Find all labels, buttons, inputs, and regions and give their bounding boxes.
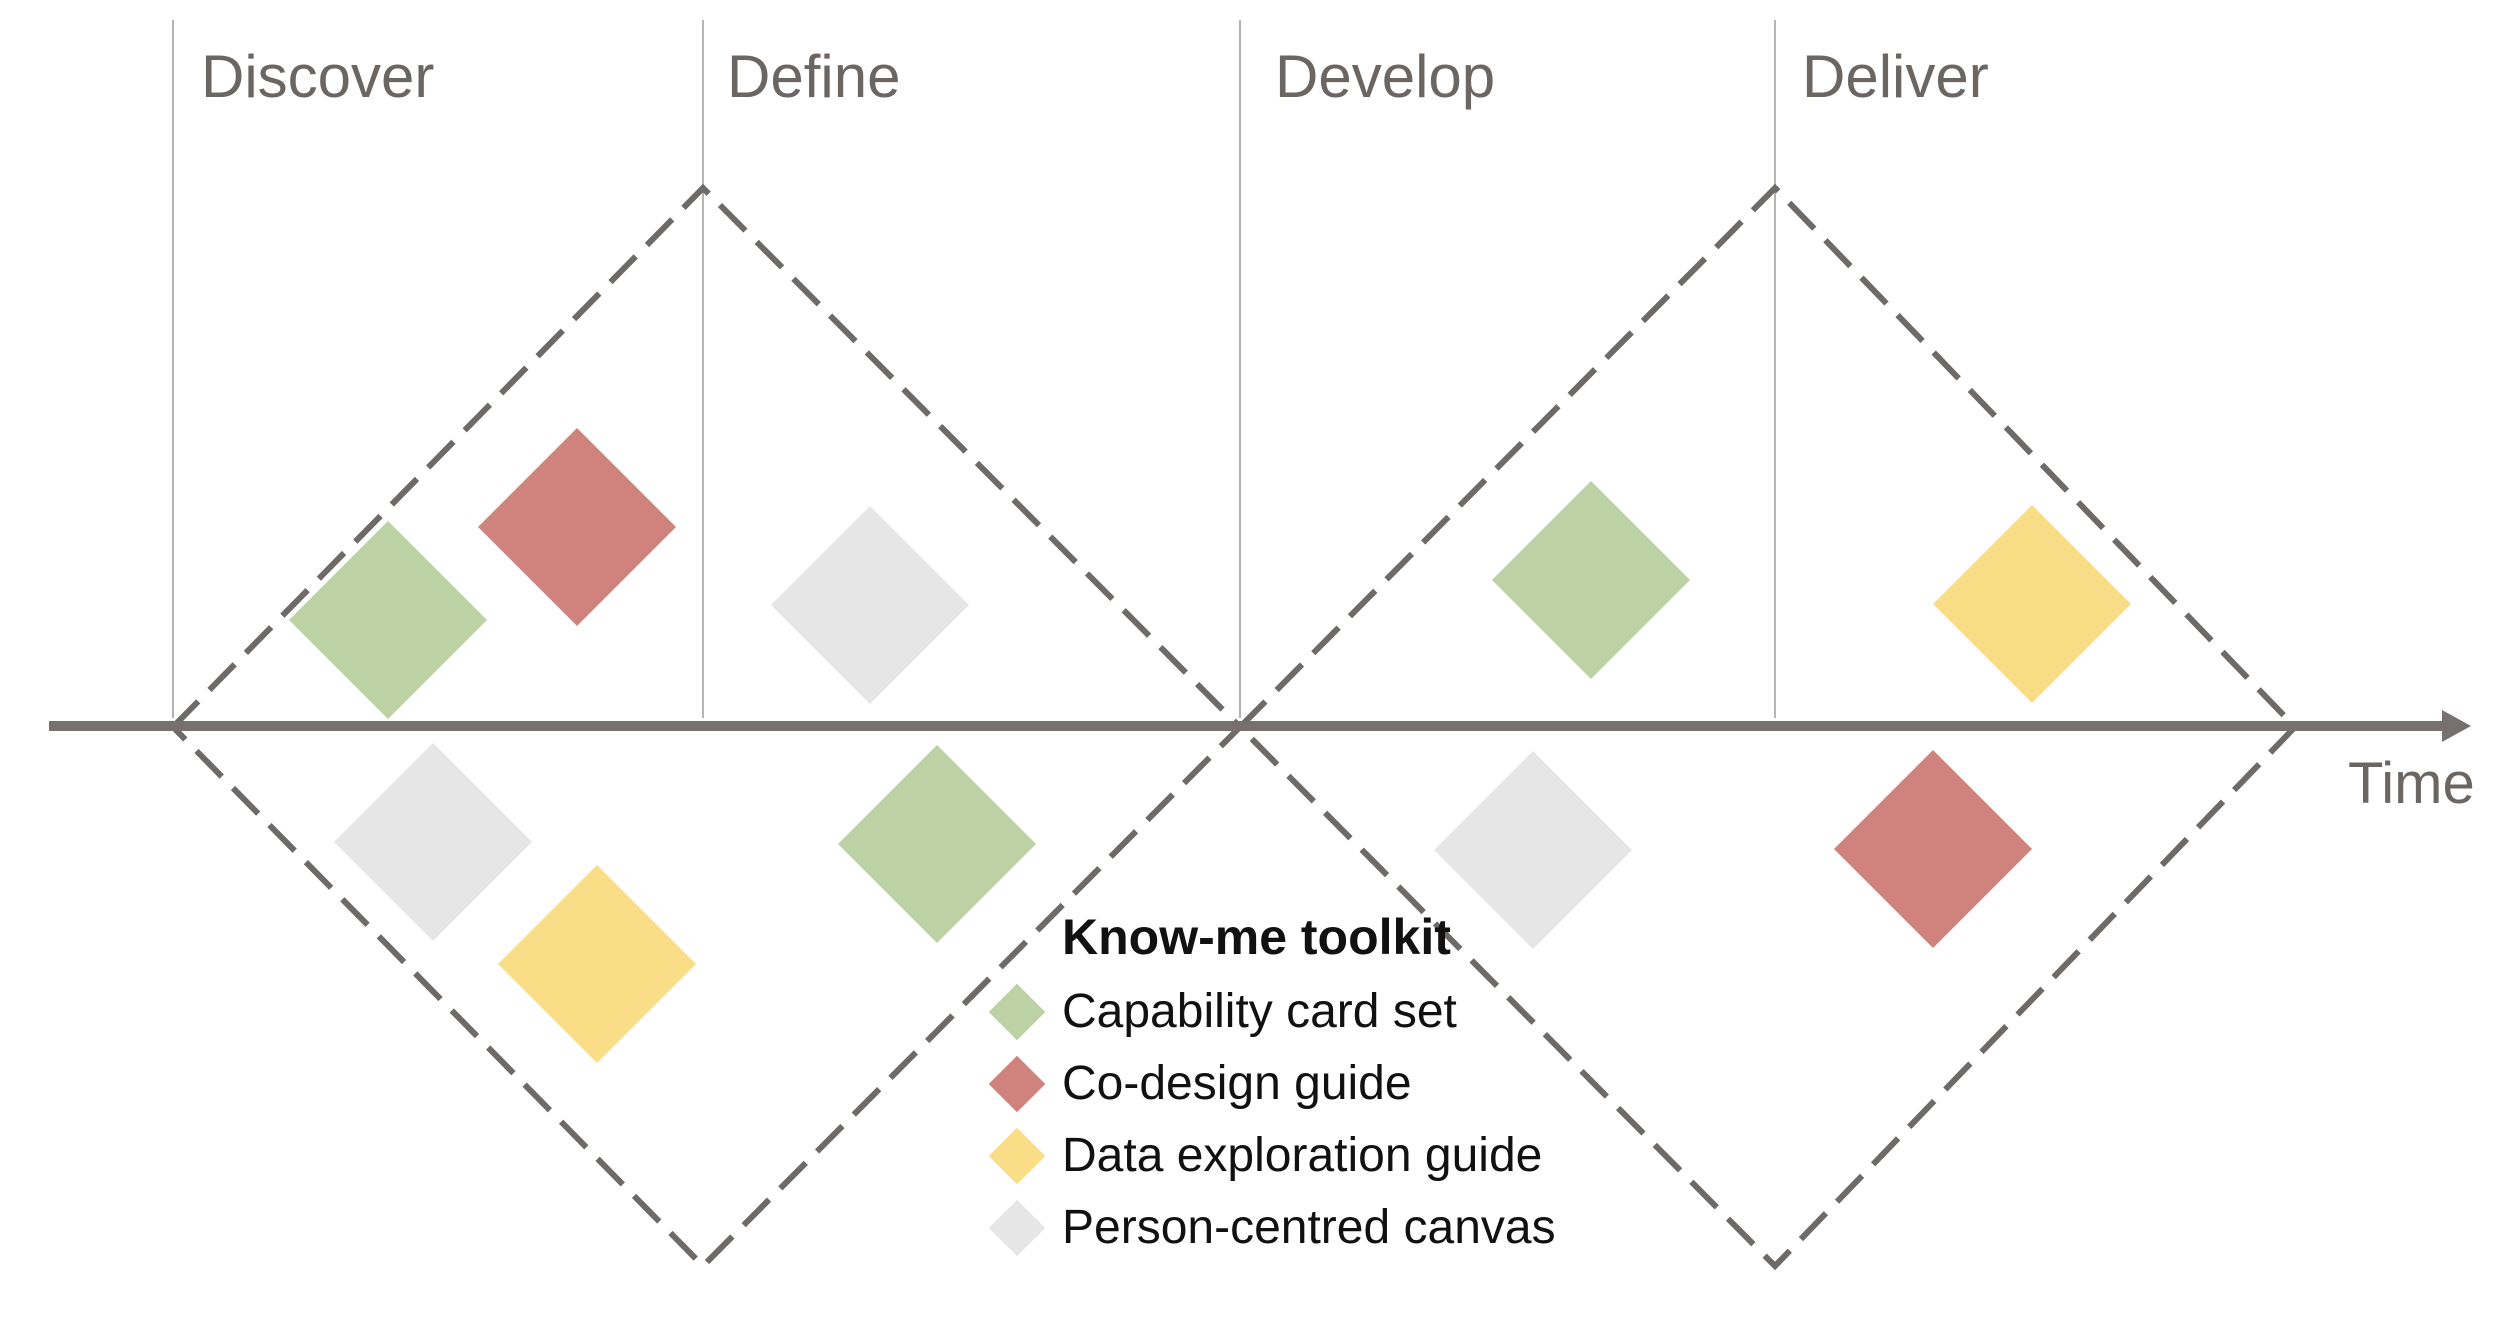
legend-item-label: Data exploration guide — [1062, 1128, 1543, 1182]
marker-capability-card-set-develop-top — [1492, 481, 1690, 679]
marker-co-design-guide-discover-top — [478, 428, 676, 626]
phase-label-define: Define — [727, 43, 901, 110]
legend-title: Know-me toolkit — [1062, 909, 1451, 965]
marker-capability-card-set-define-bottom — [838, 745, 1036, 943]
time-axis-label: Time — [2348, 751, 2475, 816]
legend-item-co-design-guide: Co-design guide — [988, 1055, 1412, 1113]
legend: Know-me toolkit Capability card set Co-d… — [988, 886, 1628, 1306]
legend-item-capability-card-set: Capability card set — [988, 983, 1457, 1041]
capability-card-set-diamond-icon — [988, 983, 1046, 1041]
legend-item-label: Capability card set — [1062, 984, 1457, 1038]
co-design-guide-diamond-icon — [988, 1055, 1046, 1113]
legend-swatch-box — [988, 983, 1046, 1041]
marker-capability-card-set-discover-top — [289, 521, 487, 719]
legend-item-label: Person-centred canvas — [1062, 1200, 1556, 1254]
legend-item-label: Co-design guide — [1062, 1056, 1412, 1110]
legend-swatch-box — [988, 1055, 1046, 1113]
marker-data-exploration-guide-discover-bottom — [498, 865, 696, 1063]
data-exploration-guide-diamond-icon — [988, 1127, 1046, 1185]
legend-item-data-exploration-guide: Data exploration guide — [988, 1127, 1542, 1185]
phase-label-deliver: Deliver — [1802, 43, 1989, 110]
phase-label-develop: Develop — [1275, 43, 1496, 110]
legend-swatch-box — [988, 1199, 1046, 1257]
legend-item-person-centred-canvas: Person-centred canvas — [988, 1199, 1556, 1257]
marker-person-centred-canvas-discover-bottom — [334, 743, 532, 941]
marker-co-design-guide-deliver-bottom — [1834, 750, 2032, 948]
person-centred-canvas-diamond-icon — [988, 1199, 1046, 1257]
marker-person-centred-canvas-define-top — [771, 506, 969, 704]
marker-data-exploration-guide-deliver-top — [1933, 505, 2131, 703]
marker-person-centred-canvas-develop-bottom — [1434, 751, 1632, 949]
timeline-arrowhead — [2442, 710, 2471, 742]
phase-label-discover: Discover — [201, 43, 435, 110]
legend-swatch-box — [988, 1127, 1046, 1185]
